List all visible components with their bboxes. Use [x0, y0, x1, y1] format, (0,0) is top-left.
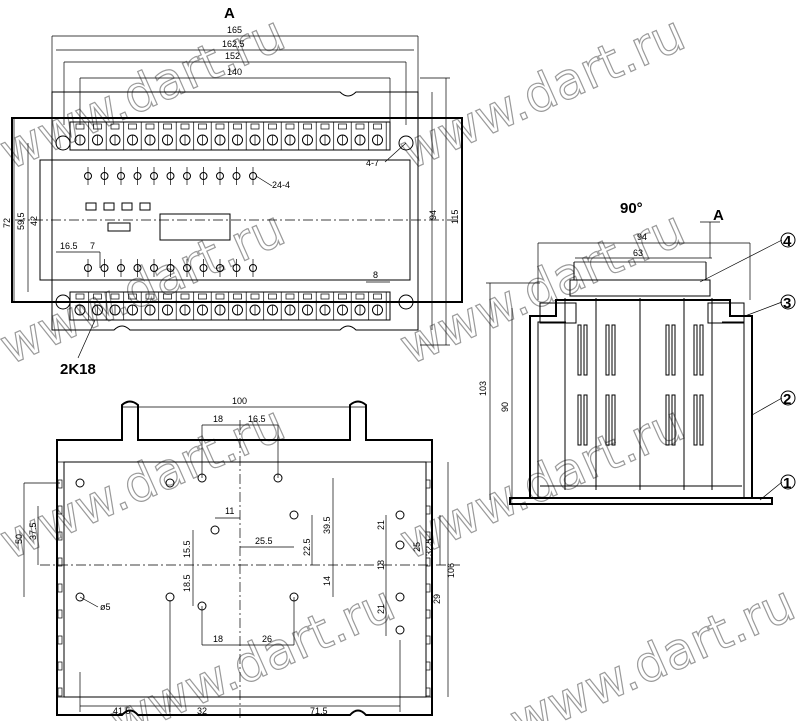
- dim-106: 106: [446, 563, 456, 578]
- dim-94-section: 94: [637, 232, 647, 242]
- mounting-hole: [165, 592, 175, 602]
- watermark: www.dart.ru: [391, 394, 693, 571]
- module-body: [11, 117, 463, 303]
- screw-icon: [55, 294, 71, 310]
- dim-39-5: 39.5: [322, 516, 332, 534]
- dim-18-right: 18: [376, 560, 386, 570]
- dim-100: 100: [232, 396, 247, 406]
- bottom-view: 100 18 16.5 11 15.5 25.5 22.5 39.5 14 18…: [14, 396, 460, 720]
- dim-162-5: 162,5: [222, 39, 245, 49]
- dim-140: 140: [227, 67, 242, 77]
- dim-63: 63: [633, 248, 643, 258]
- dim-71-5: 71.5: [310, 706, 328, 716]
- mounting-hole: [395, 592, 405, 602]
- label-holes: 24-4: [272, 180, 290, 190]
- din-rail: [509, 497, 773, 505]
- terminal-strip-top: [69, 121, 391, 151]
- dim-50: 50: [14, 534, 24, 544]
- dim-18-bottom: 18: [213, 634, 223, 644]
- part-4: 4: [783, 233, 792, 250]
- dim-25: 25: [412, 542, 422, 552]
- label-screws: 4-7: [366, 158, 379, 168]
- dim-15-5: 15.5: [182, 540, 192, 558]
- dim-25-5: 25.5: [255, 536, 273, 546]
- dim-29: 29: [432, 594, 442, 604]
- watermarks: www.dart.ru www.dart.ru www.dart.ru www.…: [0, 3, 800, 721]
- section-view-label: 90°: [620, 200, 643, 217]
- dim-22-5: 22.5: [302, 538, 312, 556]
- mounting-hole: [395, 510, 405, 520]
- watermark: www.dart.ru: [501, 574, 800, 721]
- dim-7: 7: [90, 241, 95, 251]
- label-hole-diameter: ø5: [100, 602, 111, 612]
- section-arrow-label: A: [713, 207, 724, 224]
- cover: [569, 279, 711, 297]
- label-terminals: 2K18: [60, 361, 96, 378]
- dim-165: 165: [227, 25, 242, 35]
- top-view-label: A: [224, 5, 235, 22]
- dim-90: 90: [500, 402, 510, 412]
- top-view: A 165 162,5 152 140: [2, 5, 463, 378]
- mounting-hole: [75, 592, 85, 602]
- dim-11: 11: [225, 506, 234, 516]
- dim-16-5: 16.5: [60, 241, 78, 251]
- dim-14: 14: [322, 576, 332, 586]
- dim-115: 115: [450, 210, 460, 224]
- dim-21-bottom: 21: [376, 604, 386, 614]
- screw-icon: [55, 135, 71, 151]
- dim-41-5: 41.5: [113, 706, 131, 716]
- dim-152: 152: [225, 51, 240, 61]
- watermark: www.dart.ru: [391, 199, 693, 376]
- mounting-hole: [289, 510, 299, 520]
- mounting-hole: [273, 473, 283, 483]
- dim-18-5: 18.5: [182, 574, 192, 592]
- watermark: www.dart.ru: [0, 199, 293, 376]
- mounting-hole: [75, 478, 85, 488]
- terminal-strip-bottom: [69, 291, 391, 321]
- watermark: www.dart.ru: [101, 574, 403, 721]
- section-view: 90° A 94 63 103 90: [478, 200, 796, 505]
- mounting-hole: [197, 601, 207, 611]
- dim-26: 26: [262, 634, 272, 644]
- mounting-hole: [165, 478, 175, 488]
- dim-94: 94: [428, 210, 438, 220]
- part-3: 3: [783, 295, 791, 312]
- mounting-hole: [395, 540, 405, 550]
- mounting-hole: [210, 525, 220, 535]
- screw-icon: [398, 294, 414, 310]
- dim-16-5-bottom: 16.5: [248, 414, 266, 424]
- dim-37-5: 37.5: [28, 522, 38, 540]
- dim-32: 32: [197, 706, 207, 716]
- mounting-hole: [197, 473, 207, 483]
- dim-72: 72: [2, 218, 12, 228]
- dim-32-5: 32.5: [424, 538, 434, 556]
- dim-21-top: 21: [376, 520, 386, 530]
- dim-103: 103: [478, 381, 488, 396]
- screw-icon: [398, 135, 414, 151]
- watermark: www.dart.ru: [0, 4, 293, 181]
- part-1: 1: [783, 475, 791, 492]
- watermark: www.dart.ru: [391, 4, 693, 181]
- mounting-hole: [289, 592, 299, 602]
- dim-8: 8: [373, 270, 378, 280]
- dim-59-5: 59,5: [16, 212, 26, 230]
- part-2: 2: [783, 391, 791, 408]
- dim-42: 42: [29, 216, 39, 226]
- mounting-hole: [395, 625, 405, 635]
- dim-18-top: 18: [213, 414, 223, 424]
